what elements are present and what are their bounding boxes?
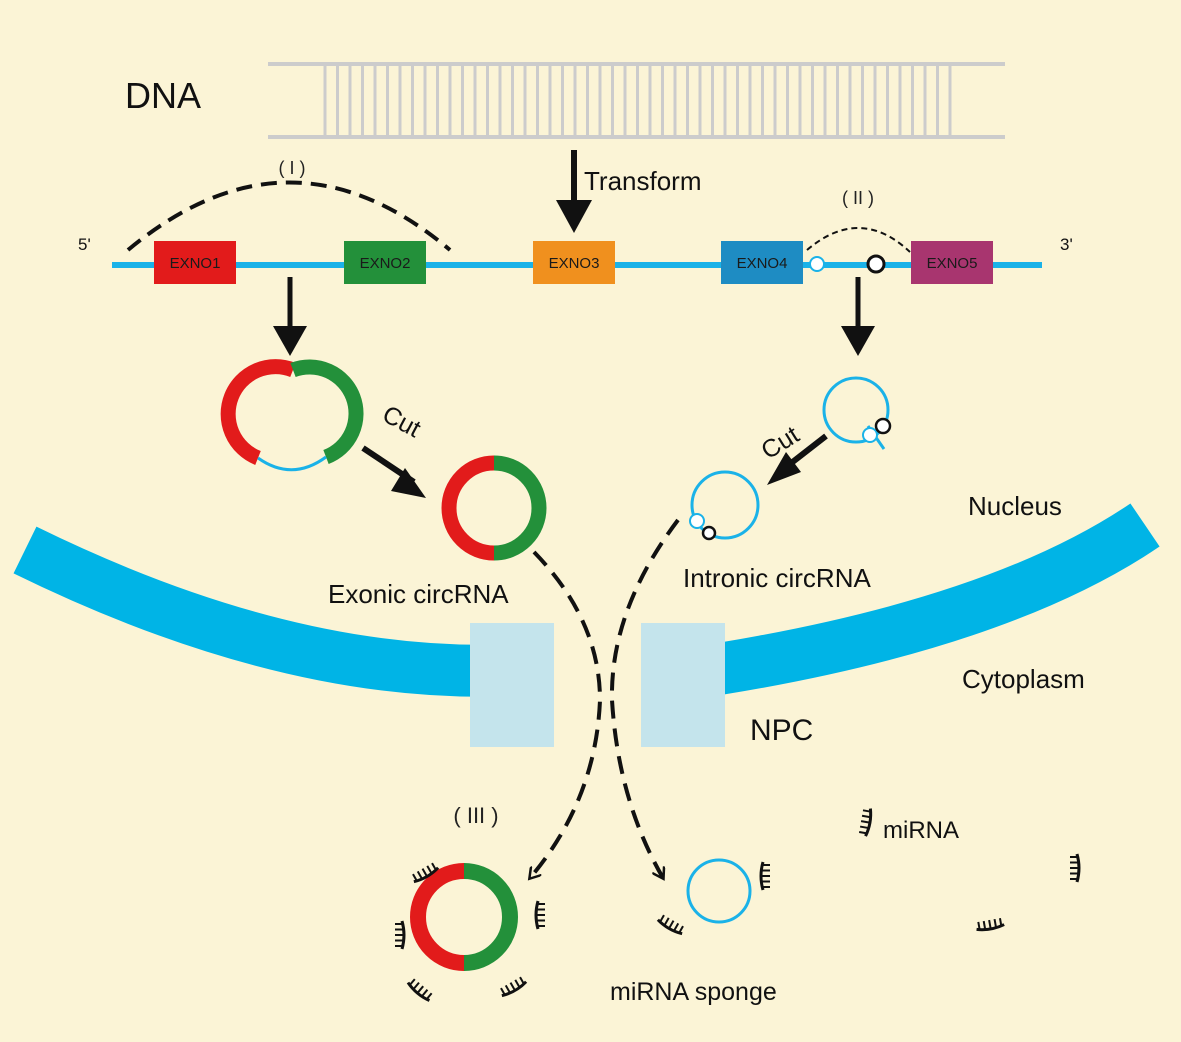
intronic-circrna	[689, 470, 760, 541]
export-path-intronic	[609, 518, 680, 878]
exon-2-label: EXNO2	[360, 255, 411, 272]
exon-5-label: EXNO5	[927, 255, 978, 272]
mirna-glyph	[656, 914, 684, 936]
mirna-glyph	[759, 861, 770, 891]
exon-4: EXNO4	[721, 241, 803, 284]
mirna-glyph	[976, 917, 1005, 932]
splice-site-marker-dark	[866, 254, 886, 274]
exonic-circrna-label: Exonic circRNA	[328, 579, 509, 609]
mirna-glyph	[1070, 853, 1081, 883]
mirna-glyph	[500, 976, 528, 998]
exonic-lariat	[220, 359, 364, 472]
cut-arrow-left	[361, 445, 426, 498]
down-arrow-right	[841, 277, 875, 356]
exon-5: EXNO5	[911, 241, 993, 284]
mirna-glyph	[858, 808, 873, 837]
exon-1: EXNO1	[154, 241, 236, 284]
exonic-circrna	[441, 455, 547, 561]
intronic-lariat	[822, 376, 892, 450]
nucleus-label: Nucleus	[968, 491, 1062, 521]
exon-2-box	[344, 241, 426, 284]
three-prime-label: 3'	[1060, 235, 1073, 254]
npc-block-right	[641, 623, 725, 747]
mirna-group	[395, 808, 1081, 1002]
exon-4-box	[721, 241, 803, 284]
pathway-iii-label: ( III )	[453, 803, 498, 828]
pathway-ii-arc	[806, 227, 911, 253]
exon-3-box	[533, 241, 615, 284]
cytoplasm-label: Cytoplasm	[962, 664, 1085, 694]
down-arrow-left	[273, 277, 307, 356]
mirna-glyph	[406, 978, 433, 1002]
cut-arrow-right	[767, 433, 828, 485]
cytoplasmic-exonic-circrna	[410, 863, 518, 971]
nuclear-membrane-right	[676, 503, 1160, 701]
transform-arrow	[556, 150, 592, 233]
dna-ladder	[268, 62, 1005, 139]
dna-label: DNA	[125, 75, 201, 116]
pathway-i-label: ( I )	[279, 158, 306, 178]
export-path-exonic	[530, 550, 603, 878]
cut-label-left: Cut	[378, 400, 426, 443]
exon-5-box	[911, 241, 993, 284]
mirna-glyph	[534, 900, 545, 930]
exon-3: EXNO3	[533, 241, 615, 284]
exon-2: EXNO2	[344, 241, 426, 284]
mirna-sponge-label: miRNA sponge	[610, 978, 777, 1006]
mirna-label: miRNA	[883, 817, 959, 844]
exon-3-label: EXNO3	[549, 255, 600, 272]
npc-label: NPC	[750, 714, 813, 747]
pathway-i-arc	[126, 180, 452, 252]
mirna-glyph	[395, 920, 406, 950]
five-prime-label: 5'	[78, 235, 91, 254]
npc-block-left	[470, 623, 554, 747]
nuclear-membrane-left	[13, 526, 514, 697]
exon-1-box	[154, 241, 236, 284]
intronic-circrna-label: Intronic circRNA	[683, 563, 871, 593]
mirna-glyph	[412, 862, 440, 884]
transform-label: Transform	[584, 166, 702, 196]
splice-site-marker-light	[809, 256, 825, 272]
cytoplasmic-intronic-circrna	[686, 858, 752, 924]
pathway-ii-label: ( II )	[842, 188, 874, 208]
exon-1-label: EXNO1	[170, 255, 221, 272]
exon-4-label: EXNO4	[737, 255, 788, 272]
